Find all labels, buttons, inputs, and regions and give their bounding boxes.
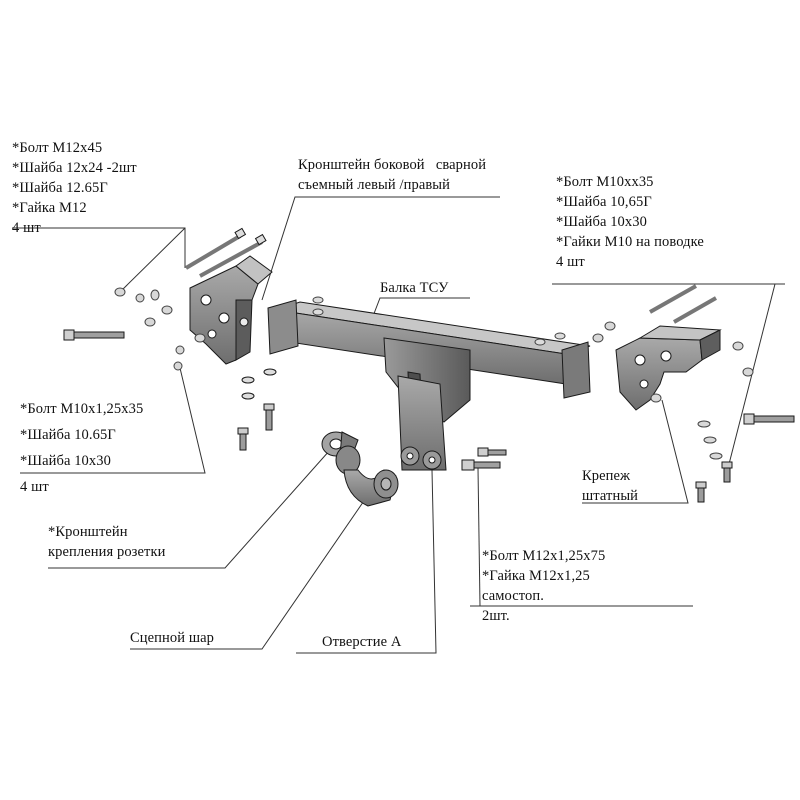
right-upper-bolts <box>649 284 717 324</box>
right-side-bracket <box>615 325 722 411</box>
callout-bottom-right-fasteners: *Болт М12х1,25х75 *Гайка М12х1,25 самост… <box>482 546 605 626</box>
leader-ball <box>130 494 369 650</box>
callout-line: *Болт М10хх35 <box>556 174 654 190</box>
left-lower-bolts <box>237 368 277 451</box>
callout-line: *Кронштейн <box>48 524 128 540</box>
callout-line: Кронштейн боковой сварной <box>298 157 487 173</box>
callout-line: *Гайка М12х1,25 <box>482 568 590 584</box>
callout-line: *Болт М12х45 <box>12 140 103 156</box>
callout-line: крепления розетки <box>48 544 166 560</box>
callout-mid-left-fasteners: *Болт М10х1,25х35 *Шайба 10.65Г *Шайба 1… <box>20 396 143 500</box>
callout-hole-a: Отверстие А <box>322 632 401 652</box>
callout-side-bracket: Кронштейн боковой сварной съемный левый … <box>298 155 486 195</box>
callout-beam: Балка ТСУ <box>380 278 449 298</box>
tow-beam <box>267 299 591 471</box>
callout-line: Сцепной шар <box>130 630 214 646</box>
leader-lines <box>12 196 785 654</box>
leader-side-bracket <box>261 196 500 301</box>
callout-line: Крепеж <box>582 468 631 484</box>
bottom-right-bolt <box>461 447 507 471</box>
callout-line: *Шайба 10,65Г <box>556 194 652 210</box>
leader-socket-bracket <box>48 449 331 569</box>
left-upper-bolts <box>184 227 267 278</box>
callout-top-right-fasteners: *Болт М10хх35 *Шайба 10,65Г *Шайба 10х30… <box>556 172 704 272</box>
leader-top-left-bolt <box>119 227 186 293</box>
callout-line: самостоп. <box>482 588 544 604</box>
callout-standard-fastener: Крепеж штатный <box>582 466 638 506</box>
left-washers <box>114 287 206 371</box>
callout-line: *Болт М10х1,25х35 <box>20 401 144 417</box>
callout-line: *Шайба 12.65Г <box>12 180 108 196</box>
leader-standard-fastener <box>582 399 689 504</box>
callout-line: съемный левый /правый <box>298 177 450 193</box>
leader-mid-left <box>20 367 206 474</box>
callout-line: *Шайба 10.65Г <box>20 427 116 443</box>
beam-washers <box>312 296 566 346</box>
right-lower-bolts <box>695 461 733 503</box>
callout-line: Отверстие А <box>322 634 402 650</box>
callout-top-left-fasteners: *Болт М12х45 *Шайба 12х24 -2шт *Шайба 12… <box>12 138 137 238</box>
leader-top-right-drop <box>727 283 776 469</box>
callout-tow-ball: Сцепной шар <box>130 628 214 648</box>
tow-ball-part <box>335 445 399 507</box>
callout-line: Балка ТСУ <box>380 280 449 296</box>
right-horizontal-bolt <box>743 413 795 425</box>
callout-line: *Болт М12х1,25х75 <box>482 548 606 564</box>
callout-line: *Шайба 10х30 <box>556 214 647 230</box>
leader-hole-a <box>296 469 437 654</box>
callout-line: *Гайки М10 на поводке <box>556 234 704 250</box>
callout-line: 2шт. <box>482 608 510 624</box>
callout-line: 4 шт <box>20 479 49 495</box>
callout-line: 4 шт <box>556 254 585 270</box>
right-washers <box>592 321 754 460</box>
left-horizontal-bolt <box>63 329 125 341</box>
callout-line: *Шайба 10х30 <box>20 453 111 469</box>
callout-line: штатный <box>582 488 639 504</box>
callout-line: *Гайка М12 <box>12 200 87 216</box>
callout-line: *Шайба 12х24 -2шт <box>12 160 137 176</box>
callout-line: 4 шт <box>12 220 41 236</box>
left-side-bracket <box>189 255 273 365</box>
callout-socket-bracket: *Кронштейн крепления розетки <box>48 522 165 562</box>
leader-bottom-right-rise <box>477 467 481 607</box>
